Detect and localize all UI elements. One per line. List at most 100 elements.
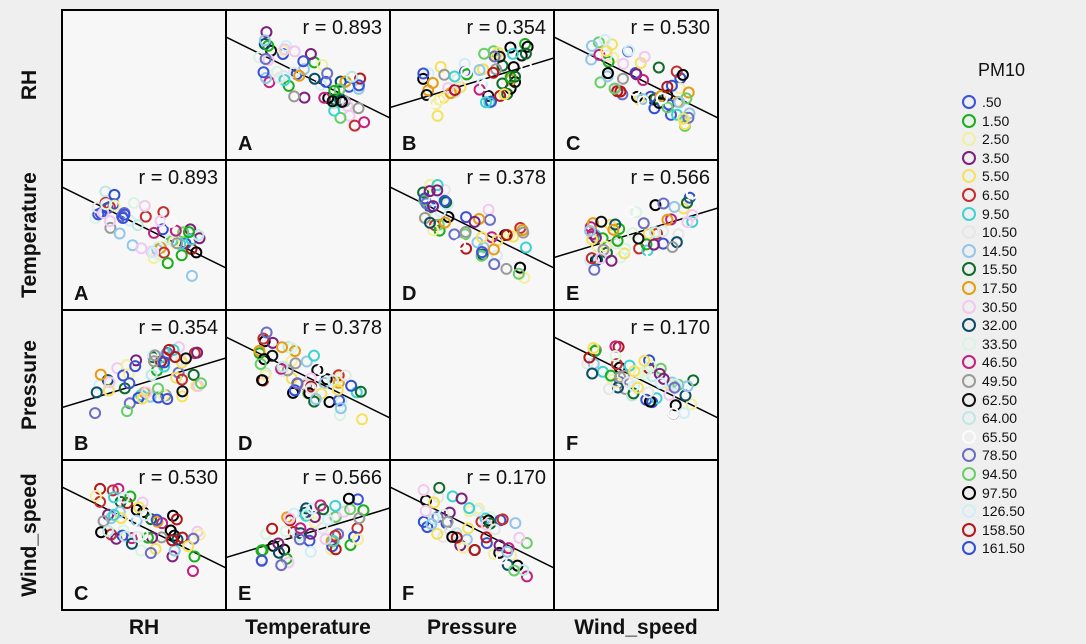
data-point bbox=[136, 392, 149, 405]
panel-letter: D bbox=[238, 433, 252, 455]
data-point bbox=[158, 356, 171, 369]
legend-item: 9.50 bbox=[962, 204, 1009, 224]
data-point bbox=[657, 197, 670, 210]
legend-item: 64.00 bbox=[962, 408, 1017, 428]
data-point bbox=[427, 200, 440, 213]
data-point bbox=[509, 70, 522, 83]
regression-line bbox=[62, 357, 226, 409]
data-point bbox=[294, 527, 307, 540]
data-point bbox=[309, 392, 322, 405]
data-point bbox=[321, 67, 334, 80]
data-point bbox=[354, 72, 367, 85]
data-point bbox=[132, 531, 145, 544]
data-point bbox=[669, 399, 682, 412]
data-point bbox=[686, 215, 699, 228]
data-point bbox=[493, 50, 506, 63]
row-label-rh: RH bbox=[18, 70, 41, 100]
data-point bbox=[283, 512, 296, 525]
legend-swatch-icon bbox=[962, 411, 976, 426]
correlation-label: r = 0.170 bbox=[466, 467, 546, 489]
data-point bbox=[351, 493, 364, 506]
data-point bbox=[431, 184, 444, 197]
data-point bbox=[677, 112, 690, 125]
data-point bbox=[163, 343, 176, 356]
data-point bbox=[123, 397, 136, 410]
data-point bbox=[425, 518, 438, 531]
data-point bbox=[602, 55, 615, 68]
data-point bbox=[138, 199, 151, 212]
data-point bbox=[480, 531, 493, 544]
data-point bbox=[468, 543, 481, 556]
data-point bbox=[661, 80, 674, 93]
data-point bbox=[479, 96, 492, 109]
data-point bbox=[504, 41, 517, 54]
data-point bbox=[488, 258, 501, 271]
data-point bbox=[331, 383, 344, 396]
data-point bbox=[175, 249, 188, 262]
legend-swatch-icon bbox=[962, 95, 976, 109]
data-point bbox=[113, 505, 126, 518]
data-point bbox=[321, 513, 334, 526]
data-point bbox=[632, 232, 645, 245]
data-point bbox=[450, 531, 463, 544]
data-point bbox=[311, 364, 324, 377]
data-point bbox=[500, 228, 513, 241]
correlation-label: r = 0.893 bbox=[138, 167, 218, 189]
data-point bbox=[300, 509, 313, 522]
data-point bbox=[441, 198, 454, 211]
legend-item: .50 bbox=[962, 92, 1001, 112]
data-point bbox=[102, 525, 115, 538]
data-point bbox=[334, 94, 347, 107]
legend-item: 17.50 bbox=[962, 278, 1017, 298]
data-point bbox=[496, 513, 509, 526]
legend-item: 97.50 bbox=[962, 483, 1017, 503]
data-point bbox=[672, 228, 685, 241]
legend-swatch-icon bbox=[962, 318, 976, 333]
data-point bbox=[588, 263, 601, 276]
legend-item: 1.50 bbox=[962, 111, 1009, 131]
data-point bbox=[287, 386, 300, 399]
correlation-label: r = 0.354 bbox=[466, 17, 546, 39]
data-point bbox=[628, 84, 641, 97]
data-point bbox=[487, 243, 500, 256]
panel-letter: B bbox=[402, 133, 416, 155]
data-point bbox=[630, 206, 643, 219]
legend-item: 10.50 bbox=[962, 222, 1017, 242]
regression-line bbox=[226, 336, 390, 419]
data-point bbox=[103, 376, 116, 389]
data-point bbox=[583, 351, 596, 364]
regression-line bbox=[226, 507, 390, 559]
data-point bbox=[353, 512, 366, 525]
data-point bbox=[272, 546, 285, 559]
data-point bbox=[132, 391, 145, 404]
panel-letter: D bbox=[402, 283, 416, 305]
data-point bbox=[417, 67, 430, 80]
data-point bbox=[586, 233, 599, 246]
data-point bbox=[642, 386, 655, 399]
data-point bbox=[345, 379, 358, 392]
data-point bbox=[266, 336, 279, 349]
legend-item: 65.50 bbox=[962, 427, 1017, 447]
data-point bbox=[490, 63, 503, 76]
data-point bbox=[144, 547, 157, 560]
panel-letter: C bbox=[566, 133, 580, 155]
data-point bbox=[304, 545, 317, 558]
data-point bbox=[610, 358, 623, 371]
data-point bbox=[282, 556, 295, 569]
data-point bbox=[329, 499, 342, 512]
legend-swatch-icon bbox=[962, 188, 976, 202]
legend-label: 6.50 bbox=[982, 187, 1010, 203]
legend-label: 97.50 bbox=[982, 484, 1018, 501]
correlation-label: r = 0.354 bbox=[138, 317, 218, 339]
data-point bbox=[167, 509, 180, 522]
legend-swatch-icon bbox=[962, 485, 976, 500]
legend-title: PM10 bbox=[978, 60, 1026, 80]
data-point bbox=[654, 377, 667, 390]
data-point bbox=[618, 247, 631, 260]
data-point bbox=[498, 88, 511, 101]
data-point bbox=[94, 368, 107, 381]
